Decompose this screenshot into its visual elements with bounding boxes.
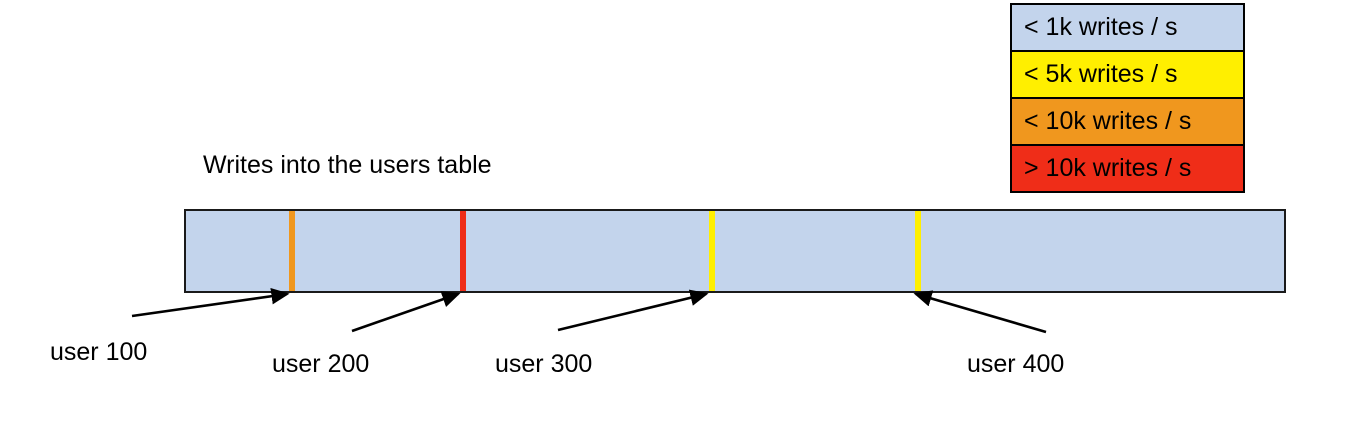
legend-row-under-1k: < 1k writes / s [1012,5,1243,52]
user-300-arrow [557,289,709,332]
user-300-label: user 300 [495,350,593,378]
users-table-bar [184,209,1286,293]
user-100-marker [289,211,295,291]
user-400-label: user 400 [967,350,1065,378]
user-400-marker [915,211,921,291]
user-400-arrow [913,290,1047,334]
legend-row-under-5k: < 5k writes / s [1012,52,1243,99]
legend-label-under-1k: < 1k writes / s [1024,13,1178,41]
user-200-marker [460,211,466,291]
user-100-arrow [131,287,290,318]
user-300-marker [709,211,715,291]
legend-row-under-10k: < 10k writes / s [1012,99,1243,146]
user-200-arrow [351,291,461,333]
write-rate-legend: < 1k writes / s < 5k writes / s < 10k wr… [1010,3,1245,193]
legend-label-over-10k: > 10k writes / s [1024,154,1192,182]
chart-title: Writes into the users table [203,151,492,179]
legend-label-under-10k: < 10k writes / s [1024,107,1192,135]
legend-label-under-5k: < 5k writes / s [1024,60,1178,88]
user-100-label: user 100 [50,338,148,366]
user-200-label: user 200 [272,350,370,378]
legend-row-over-10k: > 10k writes / s [1012,146,1243,191]
